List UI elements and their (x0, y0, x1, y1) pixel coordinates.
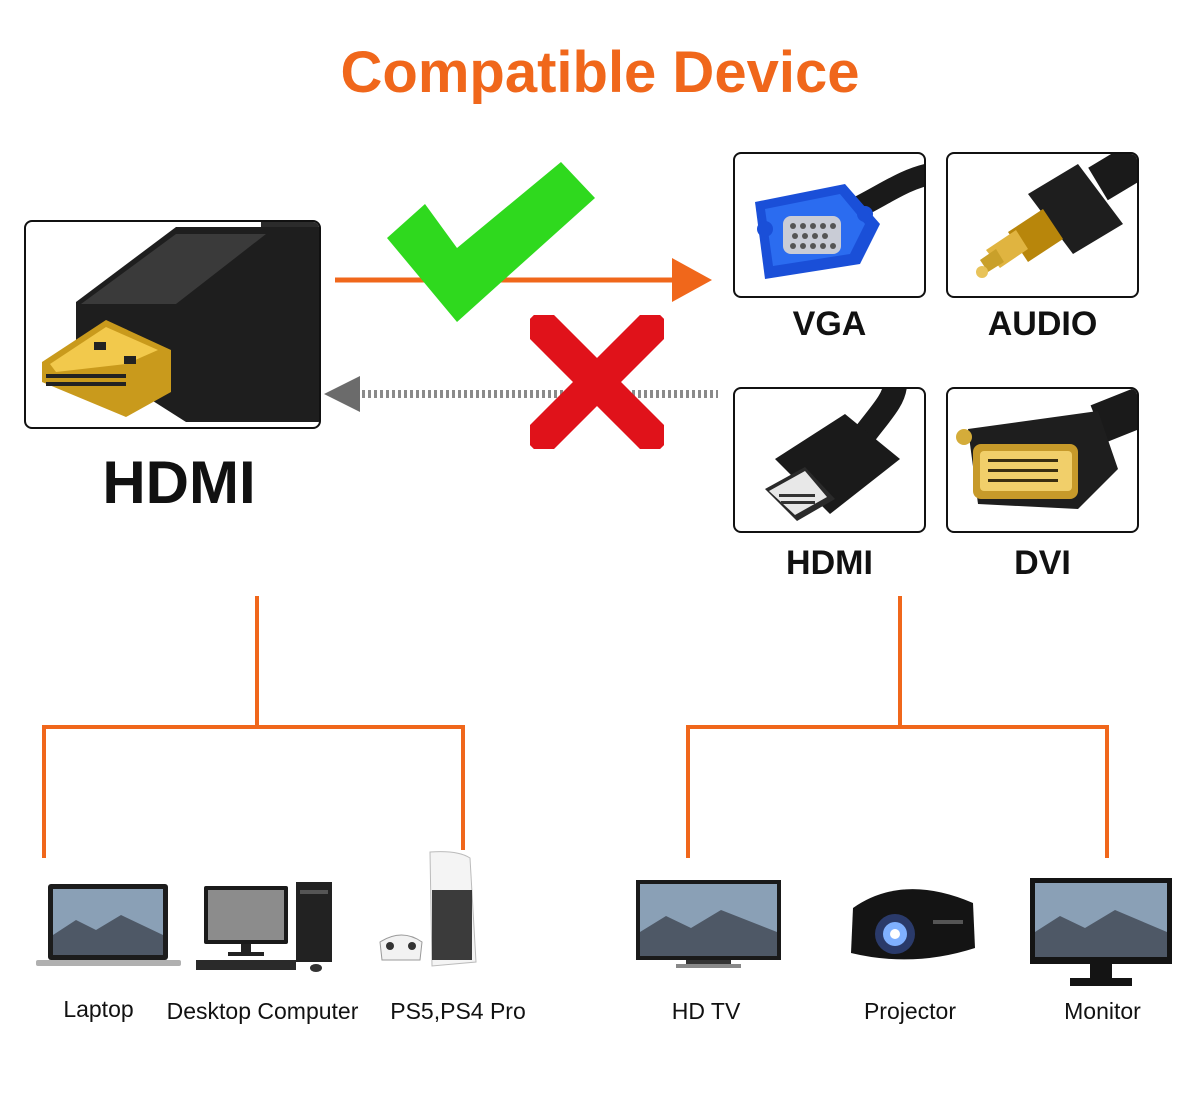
device-label-monitor: Monitor (1064, 998, 1141, 1024)
device-desktop-computer (196, 880, 336, 976)
target-label-audio: AUDIO (987, 305, 1098, 343)
audio-jack-icon (976, 154, 1137, 278)
tv-icon (636, 880, 781, 968)
display-device-tree (686, 596, 1109, 858)
laptop-icon (36, 884, 181, 966)
dvi-connector-icon (956, 389, 1137, 509)
source-label: HDMI (102, 449, 256, 516)
vga-connector-icon (755, 164, 924, 279)
target-tile-dvi (946, 387, 1139, 533)
target-label-dvi: DVI (1014, 544, 1071, 582)
cross-icon (530, 315, 664, 449)
device-laptop (36, 880, 181, 970)
source-hdmi-tile (24, 220, 321, 429)
desktop-computer-icon (196, 882, 332, 972)
page-title: Compatible Device (340, 40, 860, 105)
reverse-arrow-head (324, 376, 360, 412)
target-tile-hdmi (733, 387, 926, 533)
forward-arrow-head (672, 258, 712, 302)
device-label-desktop-computer: Desktop Computer (166, 998, 359, 1024)
check-icon (387, 162, 595, 322)
device-hd-tv (636, 880, 781, 972)
monitor-icon (1030, 878, 1172, 986)
device-label-projector: Projector (863, 998, 957, 1024)
target-tile-vga (733, 152, 926, 298)
game-console-icon (379, 851, 477, 967)
hdmi-plug-icon (765, 389, 907, 521)
device-label-hd-tv: HD TV (671, 998, 741, 1024)
target-label-hdmi: HDMI (786, 544, 873, 582)
projector-icon (851, 889, 975, 960)
device-label-game-console: PS5,PS4 Pro (390, 998, 526, 1024)
target-tile-audio (946, 152, 1139, 298)
device-game-console (372, 850, 492, 968)
device-projector (843, 878, 983, 968)
device-monitor (1030, 878, 1172, 988)
hdmi-plug-gold-icon (42, 222, 319, 422)
device-label-laptop: Laptop (63, 996, 134, 1022)
target-label-vga: VGA (792, 305, 867, 343)
source-device-tree (42, 596, 465, 858)
